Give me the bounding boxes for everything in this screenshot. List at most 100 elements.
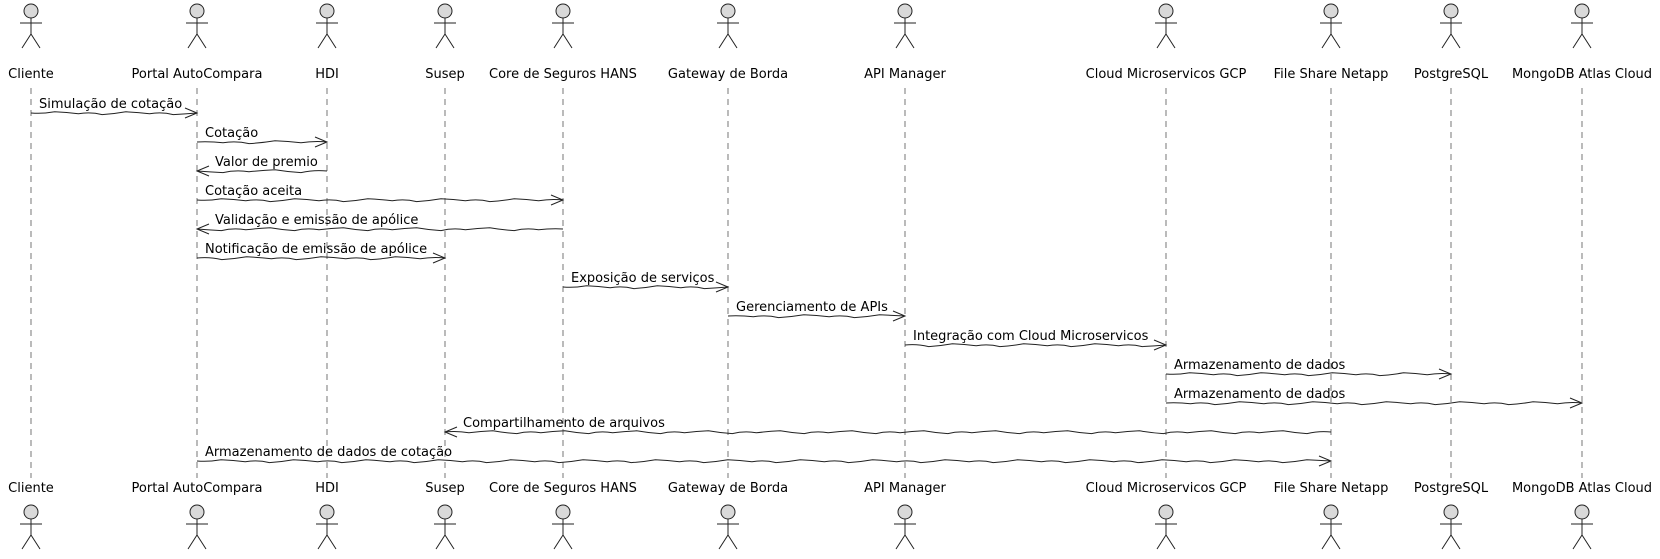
- participant-label-bottom-postgres: PostgreSQL: [1414, 481, 1489, 496]
- message-arrow-line: [196, 198, 564, 203]
- message-label: Cotação: [205, 126, 258, 141]
- actor-figure-core-top: [552, 3, 574, 49]
- message-arrow-line: [904, 343, 1167, 348]
- actor-figure-postgres-top: [1440, 3, 1462, 49]
- actor-figure-susep-bottom: [434, 504, 456, 550]
- actor-body-icon: [1155, 519, 1177, 550]
- actor-head-icon: [1574, 504, 1590, 520]
- message-label: Notificação de emissão de apólice: [205, 242, 427, 257]
- actor-figure-apimanager-top: [894, 3, 916, 49]
- message-5: Validação e emissão de apólice: [195, 213, 564, 235]
- lifelines: [30, 88, 1583, 478]
- participant-label-cloud: Cloud Microservicos GCP: [1086, 67, 1247, 82]
- participant-label-gateway: Gateway de Borda: [668, 67, 788, 82]
- arrowhead-icon: [195, 223, 210, 235]
- participant-label-bottom-core: Core de Seguros HANS: [489, 481, 637, 496]
- message-label: Valor de premio: [215, 155, 318, 170]
- participant-label-bottom-portal: Portal AutoCompara: [132, 481, 263, 496]
- arrowhead-icon: [195, 165, 210, 177]
- actor-figure-cloud-bottom: [1155, 504, 1177, 550]
- actor-body-icon: [1320, 519, 1342, 550]
- actor-figure-gateway-top: [717, 3, 739, 49]
- message-arrow-line: [196, 256, 446, 261]
- participant-label-apimanager: API Manager: [864, 67, 946, 82]
- arrowhead-icon: [1318, 455, 1333, 467]
- message-1: Simulação de cotação: [30, 97, 199, 119]
- message-label: Armazenamento de dados: [1174, 358, 1346, 373]
- actor-figure-apimanager-bottom: [894, 504, 916, 550]
- actor-body-icon: [552, 519, 574, 550]
- arrowhead-icon: [184, 107, 199, 119]
- participant-label-bottom-netapp: File Share Netapp: [1274, 481, 1389, 496]
- arrowhead-icon: [715, 281, 730, 293]
- actor-head-icon: [1158, 3, 1174, 19]
- participant-label-bottom-cloud: Cloud Microservicos GCP: [1086, 481, 1247, 496]
- actor-body-icon: [434, 519, 456, 550]
- message-arrow-line: [196, 169, 328, 174]
- actor-figure-gateway-bottom: [717, 504, 739, 550]
- actor-head-icon: [1158, 504, 1174, 520]
- message-arrow-line: [1165, 401, 1583, 406]
- message-13: Armazenamento de dados de cotação: [196, 445, 1333, 467]
- actor-figure-netapp-top: [1320, 3, 1342, 49]
- message-label: Exposição de serviços: [571, 271, 715, 286]
- actor-head-icon: [437, 3, 453, 19]
- actor-body-icon: [20, 519, 42, 550]
- arrowhead-icon: [432, 252, 447, 264]
- participant-label-bottom-gateway: Gateway de Borda: [668, 481, 788, 496]
- message-arrow-line: [30, 111, 198, 116]
- message-11: Armazenamento de dados: [1165, 387, 1584, 409]
- actor-body-icon: [1440, 18, 1462, 49]
- message-arrow-line: [196, 459, 1332, 464]
- actor-figure-portal-bottom: [186, 504, 208, 550]
- message-2: Cotação: [196, 126, 329, 148]
- participant-label-hdi: HDI: [315, 67, 339, 82]
- actor-figure-cliente-bottom: [20, 504, 42, 550]
- actor-head-icon: [720, 3, 736, 19]
- message-label: Validação e emissão de apólice: [215, 213, 418, 228]
- actor-head-icon: [1443, 3, 1459, 19]
- actor-head-icon: [555, 3, 571, 19]
- actor-head-icon: [437, 504, 453, 520]
- actor-body-icon: [717, 519, 739, 550]
- message-arrow-line: [562, 285, 729, 290]
- message-3: Valor de premio: [195, 155, 328, 177]
- arrowhead-icon: [1569, 397, 1584, 409]
- participant-label-mongodb: MongoDB Atlas Cloud: [1512, 67, 1652, 82]
- actor-figure-hdi-bottom: [316, 504, 338, 550]
- message-8: Gerenciamento de APIs: [727, 300, 907, 322]
- actor-head-icon: [720, 504, 736, 520]
- arrowhead-icon: [1438, 368, 1453, 380]
- actor-body-icon: [1320, 18, 1342, 49]
- actor-head-icon: [1323, 504, 1339, 520]
- actor-body-icon: [894, 519, 916, 550]
- participant-label-postgres: PostgreSQL: [1414, 67, 1489, 82]
- actor-head-icon: [897, 3, 913, 19]
- actor-figure-mongodb-top: [1571, 3, 1593, 49]
- actor-figure-cloud-top: [1155, 3, 1177, 49]
- actor-body-icon: [1571, 18, 1593, 49]
- actor-figure-cliente-top: [20, 3, 42, 49]
- actor-body-icon: [316, 18, 338, 49]
- participant-label-core: Core de Seguros HANS: [489, 67, 637, 82]
- message-arrow-line: [444, 430, 1332, 435]
- actor-head-icon: [189, 3, 205, 19]
- actor-head-icon: [897, 504, 913, 520]
- participant-label-bottom-hdi: HDI: [315, 481, 339, 496]
- actor-head-icon: [1323, 3, 1339, 19]
- actor-head-icon: [189, 504, 205, 520]
- participant-label-cliente: Cliente: [8, 67, 54, 82]
- actor-head-icon: [555, 504, 571, 520]
- message-arrow-line: [727, 314, 906, 319]
- message-label: Armazenamento de dados de cotação: [205, 445, 452, 460]
- message-label: Gerenciamento de APIs: [736, 300, 888, 315]
- actor-body-icon: [552, 18, 574, 49]
- message-label: Cotação aceita: [205, 184, 302, 199]
- message-label: Compartilhamento de arquivos: [463, 416, 665, 431]
- actor-body-icon: [1440, 519, 1462, 550]
- actor-body-icon: [186, 18, 208, 49]
- participant-label-portal: Portal AutoCompara: [132, 67, 263, 82]
- message-label: Simulação de cotação: [39, 97, 182, 112]
